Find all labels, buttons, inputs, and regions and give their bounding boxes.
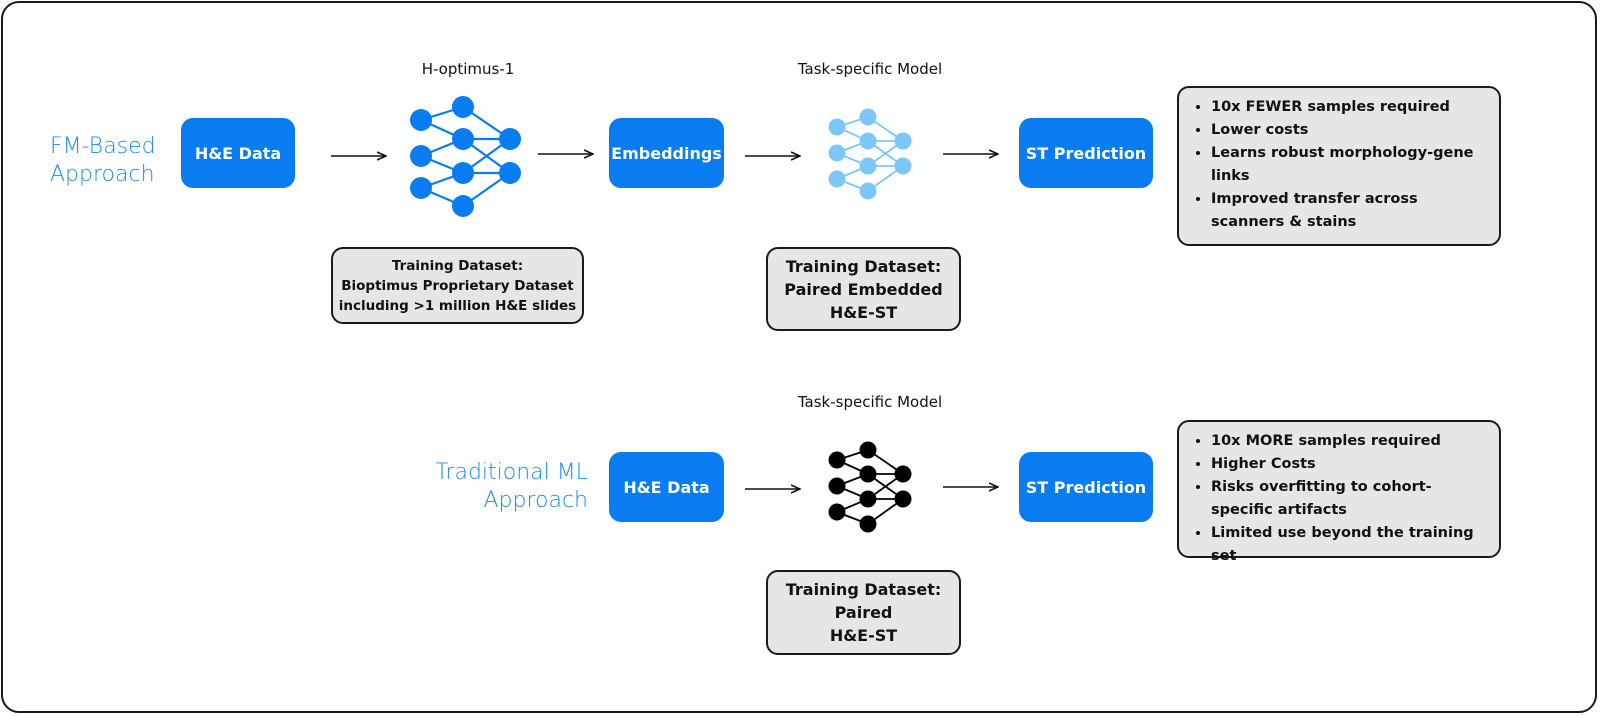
fm-dataset-line-2: Bioptimus Proprietary Dataset xyxy=(341,277,574,294)
traditional-dataset-line-1: Training Dataset: xyxy=(785,580,942,599)
traditional-he-data-label: H&E Data xyxy=(623,477,710,497)
fm-task-dataset-line-3: H&E-ST xyxy=(829,302,898,322)
fm-he-data-label: H&E Data xyxy=(194,143,282,163)
traditional-drawbacks-box: 10x MORE samples required Higher Costs R… xyxy=(1177,420,1501,564)
traditional-task-model-title: Task-specific Model xyxy=(797,393,943,411)
traditional-drawback-item: 10x MORE samples required xyxy=(1211,430,1487,453)
fm-task-model-title: Task-specific Model xyxy=(797,60,943,78)
traditional-approach-label: Traditional ML Approach xyxy=(435,460,588,513)
traditional-drawback-item: Risks overfitting to cohort-specific art… xyxy=(1211,476,1487,522)
fm-benefit-item: Learns robust morphology-gene links xyxy=(1211,142,1487,188)
fm-task-model-network-icon xyxy=(828,108,912,200)
traditional-he-data-box: H&E Data xyxy=(609,452,724,522)
fm-dataset-line-1: Training Dataset: xyxy=(391,257,524,274)
fm-task-training-dataset-box: Training Dataset: Paired Embedded H&E-ST xyxy=(766,247,961,331)
fm-benefit-item: 10x FEWER samples required xyxy=(1211,96,1487,119)
fm-benefits-list: 10x FEWER samples required Lower costs L… xyxy=(1189,96,1487,234)
fm-task-dataset-line-2: Paired Embedded xyxy=(784,279,943,299)
traditional-st-prediction-label: ST Prediction xyxy=(1025,477,1147,497)
fm-training-dataset-box: Training Dataset: Bioptimus Proprietary … xyxy=(331,247,584,324)
traditional-dataset-line-3: H&E-ST xyxy=(829,626,898,645)
fm-task-dataset-line-1: Training Dataset: xyxy=(785,256,942,276)
traditional-drawback-item: Higher Costs xyxy=(1211,453,1487,476)
traditional-st-prediction-box: ST Prediction xyxy=(1019,452,1153,522)
foundation-model-title: H-optimus-1 xyxy=(421,60,515,78)
traditional-training-dataset-box: Training Dataset: Paired H&E-ST xyxy=(766,570,961,655)
traditional-task-model-network-icon xyxy=(828,441,912,533)
foundation-model-network-icon xyxy=(410,96,521,217)
fm-benefits-box: 10x FEWER samples required Lower costs L… xyxy=(1177,86,1501,246)
fm-he-data-box: H&E Data xyxy=(181,118,295,188)
traditional-drawback-item: Limited use beyond the training set xyxy=(1211,522,1487,568)
fm-dataset-line-3: including >1 million H&E slides xyxy=(338,297,577,314)
embeddings-box: Embeddings xyxy=(609,118,724,188)
fm-st-prediction-box: ST Prediction xyxy=(1019,118,1153,188)
embeddings-label: Embeddings xyxy=(611,143,722,163)
traditional-dataset-line-2: Paired xyxy=(834,603,893,622)
fm-benefit-item: Lower costs xyxy=(1211,119,1487,142)
fm-approach-label: FM-Based Approach xyxy=(50,134,156,187)
fm-benefit-item: Improved transfer across scanners & stai… xyxy=(1211,188,1487,234)
fm-st-prediction-label: ST Prediction xyxy=(1025,143,1147,163)
traditional-drawbacks-list: 10x MORE samples required Higher Costs R… xyxy=(1189,430,1487,568)
